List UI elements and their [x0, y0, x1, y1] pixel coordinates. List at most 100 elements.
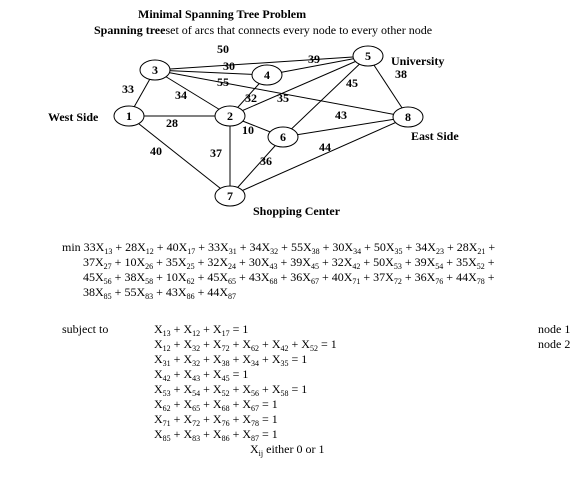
subtitle: Spanning treeset of arcs that connects e… [94, 23, 432, 38]
objective-term: 28X21 [456, 240, 486, 256]
objective-term: 35X25 [165, 255, 195, 271]
edge-5-8 [367, 55, 409, 118]
label-east-side: East Side [411, 129, 459, 143]
constraint-row: X53 + X54 + X52 + X56 + X58 = 1 [154, 382, 308, 398]
objective-term: 32X24 [207, 255, 237, 271]
constraint-row: X85 + X83 + X86 + X87 = 1 [154, 427, 278, 443]
objective-term: 34X32 [249, 240, 279, 256]
subtitle-rest: set of arcs that connects every node to … [165, 23, 433, 37]
node-2: 2 [214, 105, 246, 127]
page-title: Minimal Spanning Tree Problem [138, 7, 307, 21]
binary-note: Xij either 0 or 1 [250, 442, 325, 458]
objective-term: 39X54 [414, 255, 444, 271]
objective-term: 40X17 [166, 240, 196, 256]
objective-term: 34X23 [415, 240, 444, 256]
objective-term: 55X38 [290, 240, 320, 256]
objective-term: 50X53 [373, 255, 402, 271]
objective-term: 35X52 [456, 255, 485, 271]
edge-weight-1-2: 28 [166, 116, 178, 130]
objective-term: 43X68 [248, 270, 278, 286]
node-6: 6 [267, 126, 299, 148]
objective-term: 37X72 [373, 270, 402, 286]
edge-weight-5-2: 35 [277, 91, 289, 105]
objective-term: 55X83 [124, 285, 154, 301]
node-label-1: 1 [126, 109, 132, 123]
constraint-note [538, 367, 570, 382]
edge-weight-1-7: 40 [150, 144, 162, 158]
subject-to-label: subject to [62, 322, 109, 336]
edge-7-8 [229, 116, 409, 197]
label-shopping-center: Shopping Center [253, 204, 341, 218]
edge-weight-5-6: 45 [346, 76, 358, 90]
objective-term: 33X31 [208, 240, 237, 256]
objective-term: 45X65 [207, 270, 237, 286]
constraint-row: X71 + X72 + X76 + X78 = 1 [154, 412, 278, 428]
objective-term: 38X85 [83, 285, 112, 301]
objective-term: 43X86 [165, 285, 195, 301]
subtitle-term: Spanning tree [94, 23, 166, 37]
objective-term: 39X45 [290, 255, 319, 271]
node-label-8: 8 [405, 110, 411, 124]
edge-weight-3-4: 30 [223, 59, 235, 73]
edge-weight-4-2: 32 [245, 91, 257, 105]
edge-weight-3-2: 34 [175, 88, 187, 102]
objective-term: 45X56 [83, 270, 112, 286]
edge-weight-4-5: 39 [308, 52, 320, 66]
node-5: 5 [352, 45, 384, 67]
edge-weight-1-3: 33 [122, 82, 134, 96]
constraint-row: X62 + X65 + X68 + X67 = 1 [154, 397, 278, 413]
objective-term: 30X34 [332, 240, 362, 256]
label-university: University [391, 54, 445, 68]
constraint-row: X13 + X12 + X17 = 1 [154, 322, 249, 338]
constraint-row: X42 + X43 + X45 = 1 [154, 367, 249, 383]
constraint-note [538, 397, 570, 412]
node-label-4: 4 [264, 68, 270, 82]
constraint-note: node 2 [538, 337, 571, 351]
edge-weight-6-7: 36 [260, 154, 272, 168]
edge-6-7 [229, 136, 284, 197]
objective-term: 38X58 [124, 270, 154, 286]
edge-5-6 [282, 55, 369, 138]
objective-line: min 33X13 + 28X12 + 40X17 + 33X31 + 34X3… [62, 240, 496, 256]
node-label-2: 2 [227, 109, 233, 123]
node-4: 4 [251, 64, 283, 86]
node-8: 8 [392, 106, 424, 128]
edge-weight-6-8: 43 [335, 108, 347, 122]
objective-term: 32X42 [331, 255, 361, 271]
edge-6-8 [282, 116, 409, 138]
edge-5-2 [229, 55, 369, 117]
constraint-note [538, 352, 570, 367]
objective-term: 30X43 [248, 255, 278, 271]
edge-weight-7-8: 44 [319, 140, 331, 154]
edge-3-5 [154, 55, 369, 71]
node-label-7: 7 [227, 189, 233, 203]
objective-term: 36X76 [414, 270, 444, 286]
edge-weight-3-8: 55 [217, 75, 229, 89]
node-7: 7 [214, 185, 246, 207]
edge-weight-3-5: 50 [217, 42, 229, 56]
objective-line: 37X27 + 10X26 + 35X25 + 32X24 + 30X43 + … [83, 255, 495, 271]
node-1: 1 [113, 105, 145, 127]
edge-weight-2-6: 10 [242, 123, 254, 137]
objective-term: 33X13 [83, 240, 113, 256]
edge-3-4 [154, 69, 268, 76]
objective-term: 44X87 [207, 285, 237, 301]
label-west-side: West Side [48, 110, 99, 124]
edge-1-7 [128, 115, 231, 197]
constraint-note [538, 412, 570, 427]
objective-term: 28X12 [125, 240, 154, 256]
node-label-3: 3 [152, 63, 158, 77]
node-label-6: 6 [280, 130, 286, 144]
node-label-5: 5 [365, 49, 371, 63]
objective-term: 40X71 [331, 270, 361, 286]
constraint-row: X12 + X32 + X72 + X62 + X42 + X52 = 1 [154, 337, 337, 353]
constraint-note [538, 427, 570, 442]
objective-term: 37X27 [83, 255, 112, 271]
edge-weight-2-7: 37 [210, 146, 222, 160]
objective-term: 36X67 [290, 270, 319, 286]
constraint-note [538, 382, 570, 397]
node-3: 3 [139, 59, 171, 81]
